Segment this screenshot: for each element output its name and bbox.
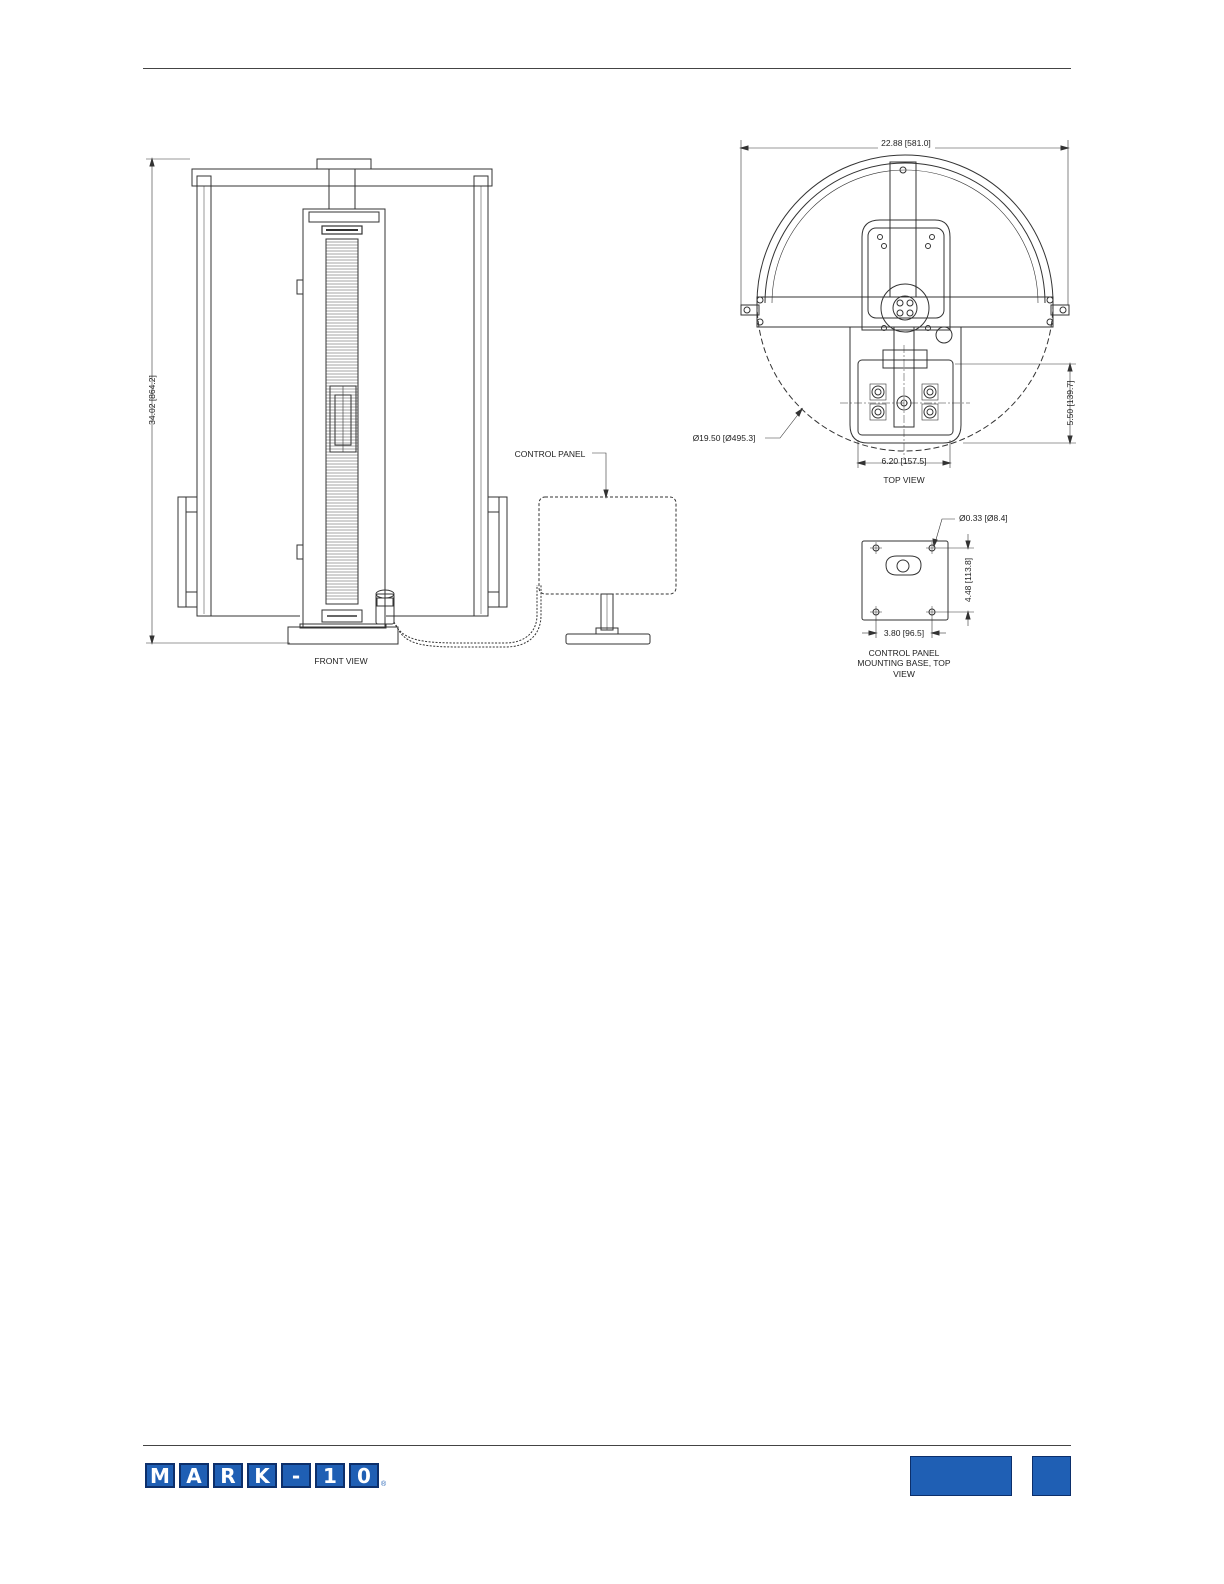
logo-letter: 0 (349, 1463, 379, 1488)
mount-height-dimension: 4.48 [113.8] (963, 558, 973, 602)
mark-10-logo: M A R K - 1 0 ® (145, 1463, 386, 1488)
top-diameter-dimension: Ø19.50 [Ø495.3] (693, 433, 756, 443)
top-depth-dimension: 5.50 [139.7] (1065, 381, 1075, 426)
mount-caption-line-1: CONTROL PANEL (869, 648, 940, 658)
footer-section-box (910, 1456, 1012, 1496)
screw-hatching (326, 242, 358, 599)
front-height-dimension: 34.02 [864.2] (147, 375, 157, 425)
front-view-drawing (146, 159, 676, 647)
control-panel-label: CONTROL PANEL (515, 449, 586, 459)
top-base-width-dimension: 6.20 [157.5] (882, 456, 927, 466)
footer-page-box (1032, 1456, 1071, 1496)
front-view-caption: FRONT VIEW (314, 656, 367, 666)
mount-hole-dimension: Ø0.33 [Ø8.4] (959, 513, 1008, 523)
top-view-drawing (741, 140, 1076, 468)
logo-letter: K (247, 1463, 277, 1488)
top-view-caption: TOP VIEW (883, 475, 924, 485)
footer-rule (143, 1445, 1071, 1446)
logo-letter: A (179, 1463, 209, 1488)
logo-letter: - (281, 1463, 311, 1488)
logo-letter: 1 (315, 1463, 345, 1488)
logo-letter: R (213, 1463, 243, 1488)
mounting-base-drawing (862, 519, 974, 638)
logo-letter: M (145, 1463, 175, 1488)
top-width-dimension: 22.88 [581.0] (881, 138, 931, 148)
mount-caption-line-2: MOUNTING BASE, TOP (857, 658, 951, 668)
mount-width-dimension: 3.80 [96.5] (884, 628, 924, 638)
registered-mark: ® (381, 1481, 386, 1488)
technical-drawing: 34.02 [864.2] CONTROL PANEL FRONT VIEW 2… (0, 0, 1224, 720)
mount-caption-line-3: VIEW (893, 669, 915, 679)
